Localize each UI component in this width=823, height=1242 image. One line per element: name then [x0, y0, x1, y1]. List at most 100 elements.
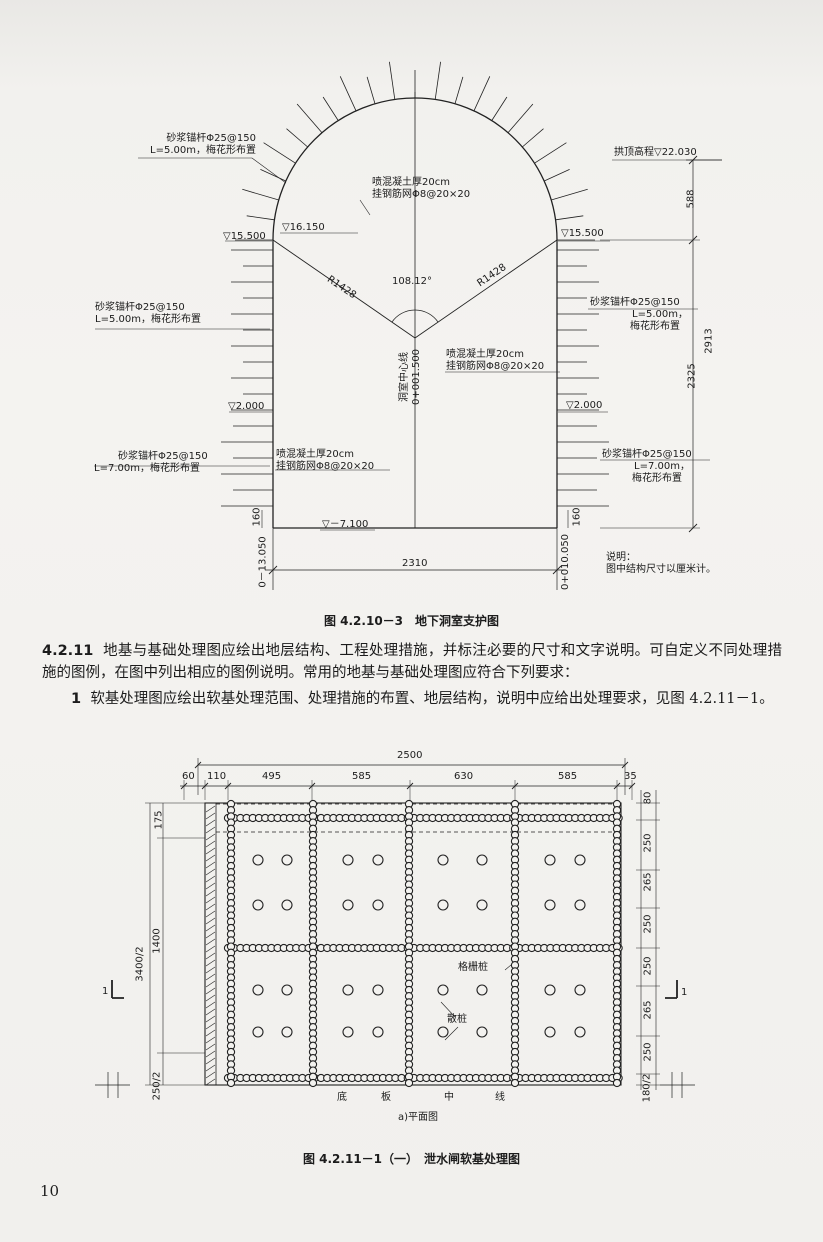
grid-pile	[404, 1078, 414, 1088]
item-number: 1	[71, 691, 82, 707]
shotcrete-label-top: 喷混凝土厚20cm 挂钢筋网Φ8@20×20	[372, 177, 470, 201]
arch-rock-bolt	[260, 169, 286, 182]
arch-rock-bolt	[454, 76, 464, 104]
centerline-station: 0+001.500	[411, 348, 423, 406]
dim-top-7: 35	[624, 771, 637, 782]
anchor-layout: 梅花形布置	[630, 321, 680, 332]
station-left: 0－13.050	[257, 536, 269, 588]
dim-160-left: 160	[251, 507, 263, 527]
dim-top-6: 585	[558, 771, 578, 782]
item-text: 软基处理图应绘出软基处理范围、处理措施的布置、地层结构，说明中应给出处理要求，见…	[90, 691, 774, 707]
section-mark-left: 1	[102, 986, 109, 997]
figure-caption-cavern: 图 4.2.10－3 地下洞室支护图	[323, 614, 500, 628]
dim-right-5: 250	[642, 956, 654, 976]
section-mark-right: 1	[681, 987, 688, 998]
arch-rock-bolt	[434, 61, 441, 100]
loose-pile	[281, 984, 293, 996]
anchor-label-bottom-left: 砂浆锚杆Φ25@150 L=7.00m，梅花形布置	[94, 451, 208, 475]
anchor-label-mid-right: 砂浆锚杆Φ25@150 L=5.00m， 梅花形布置	[590, 297, 688, 333]
loose-pile	[437, 854, 449, 866]
arch-rock-bolt	[555, 215, 584, 221]
arch-rock-bolt	[296, 103, 323, 133]
dim-2913: 2913	[703, 328, 715, 354]
plan-subcaption: a)平面图	[398, 1112, 439, 1123]
grid-pile	[612, 1078, 622, 1088]
grid-pile	[308, 1078, 318, 1088]
centerline-text: 洞室中心线	[399, 352, 411, 402]
anchor-label-top-left: 砂浆锚杆Φ25@150 L=5.00m，梅花形布置	[138, 133, 256, 157]
loose-pile	[476, 984, 488, 996]
anchor-layout: L=5.00m，梅花形布置	[95, 314, 201, 325]
dim-left-1400: 1400	[151, 928, 163, 954]
arch-rock-bolt	[242, 188, 279, 201]
arch-rock-bolt	[322, 96, 339, 121]
shotcrete-spec: 喷混凝土厚20cm	[276, 449, 354, 460]
loose-pile	[372, 854, 384, 866]
shotcrete-label-bottom: 喷混凝土厚20cm 挂钢筋网Φ8@20×20	[276, 449, 374, 473]
dim-right-2: 250	[642, 833, 654, 853]
elevation-2000-right: ▽2.000	[566, 400, 603, 411]
arch-angle: 108.12°	[392, 276, 432, 287]
arch-outline	[272, 97, 558, 241]
anchor-spec: 砂浆锚杆Φ25@150	[166, 133, 256, 144]
arch-rock-bolt	[544, 169, 570, 182]
page-number: 10	[40, 1182, 60, 1200]
baseplate-centerline-3: 中	[444, 1092, 454, 1103]
dim-top-3: 495	[262, 771, 282, 782]
loose-pile	[476, 899, 488, 911]
dim-top-2: 110	[207, 771, 227, 782]
loose-pile	[574, 984, 586, 996]
loose-pile	[372, 984, 384, 996]
loose-pile	[281, 899, 293, 911]
arch-rock-bolt	[339, 76, 357, 111]
loose-pile	[574, 854, 586, 866]
loose-pile	[574, 1026, 586, 1038]
loose-pile	[372, 1026, 384, 1038]
arch-rock-bolt	[263, 142, 296, 164]
cavern-support-drawing	[94, 61, 722, 590]
anchor-layout: L=5.00m，梅花形布置	[150, 145, 256, 156]
arch-rock-bolt	[286, 128, 308, 148]
dim-top-5: 630	[454, 771, 474, 782]
dim-left-total: 3400/2	[134, 946, 146, 982]
clause-item-1: 1 软基处理图应绘出软基处理范围、处理措施的布置、地层结构，说明中应给出处理要求…	[42, 688, 782, 710]
elevation-15500-left: ▽15.500	[223, 231, 266, 242]
loose-pile	[252, 984, 264, 996]
anchor-spec: 砂浆锚杆Φ25@150	[118, 451, 208, 462]
loose-pile	[476, 1026, 488, 1038]
anchor-length: L=7.00m，	[634, 461, 690, 472]
radius-left: R1428	[324, 273, 358, 302]
anchor-spec: 砂浆锚杆Φ25@150	[95, 302, 185, 313]
elevation-16150: ▽16.150	[282, 222, 325, 233]
arch-rock-bolt	[473, 76, 491, 111]
arch-rock-bolt	[389, 61, 396, 100]
dim-right-7: 250	[642, 1042, 654, 1062]
loose-pile	[437, 984, 449, 996]
loose-pile	[252, 1026, 264, 1038]
baseplate-centerline-1: 底	[337, 1092, 347, 1103]
loose-pile	[252, 899, 264, 911]
dim-left-250-2: 250/2	[151, 1071, 163, 1101]
drawing-note: 说明： 图中结构尺寸以厘米计。	[606, 552, 716, 576]
loose-pile	[437, 1026, 449, 1038]
loose-pile	[342, 854, 354, 866]
shotcrete-label-mid: 喷混凝土厚20cm 挂钢筋网Φ8@20×20	[446, 349, 544, 373]
mesh-spec: 挂钢筋网Φ8@20×20	[372, 189, 471, 200]
dim-left-175: 175	[153, 810, 165, 830]
arch-rock-bolt	[551, 188, 588, 201]
loose-pile	[372, 899, 384, 911]
dim-top-1: 60	[182, 771, 195, 782]
station-right: 0+010.050	[560, 533, 572, 591]
dim-right-1: 80	[642, 791, 654, 805]
loose-pile	[281, 854, 293, 866]
dim-160-right: 160	[571, 507, 583, 527]
radius-right: R1428	[475, 261, 509, 290]
dim-right-6: 265	[642, 1000, 654, 1020]
clause-text: 地基与基础处理图应绘出地层结构、工程处理措施，并标注必要的尺寸和文字说明。可自定…	[42, 643, 782, 681]
arch-rock-bolt	[246, 215, 275, 221]
shotcrete-spec: 喷混凝土厚20cm	[372, 177, 450, 188]
anchor-layout: L=7.00m，梅花形布置	[94, 463, 200, 474]
figure-caption-soft-foundation: 图 4.2.11－1（一） 泄水闸软基处理图	[302, 1152, 521, 1166]
anchor-layout: 梅花形布置	[632, 473, 682, 484]
anchor-length: L=5.00m，	[632, 309, 688, 320]
